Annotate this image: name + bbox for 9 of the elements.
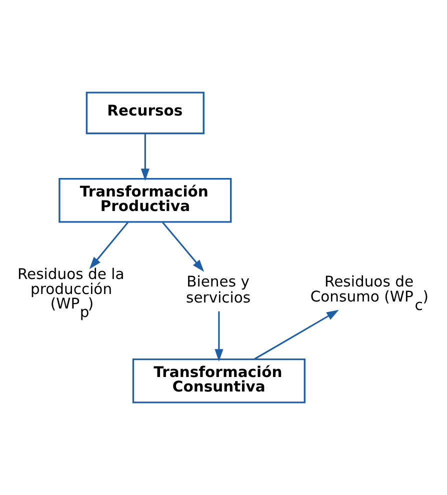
node-box: Transformación Consuntiva: [132, 358, 306, 404]
node-box: Recursos: [86, 92, 204, 134]
arrow: [214, 311, 224, 362]
arrow: [89, 222, 129, 270]
arrow: [254, 310, 339, 360]
node-text: Bienes y servicios: [186, 274, 251, 306]
node-box: Transformación Productiva: [58, 178, 232, 223]
arrow: [140, 133, 150, 181]
arrow: [162, 222, 204, 272]
